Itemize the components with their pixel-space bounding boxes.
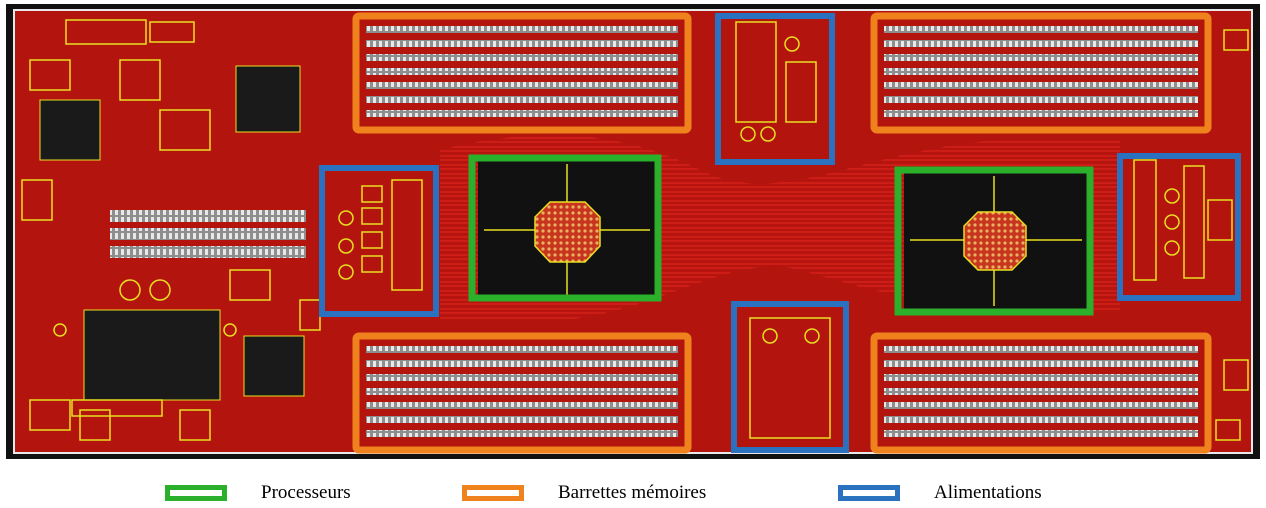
edge-connector <box>110 246 306 258</box>
dark-zone <box>83 309 221 401</box>
edge-connector <box>110 210 306 222</box>
green-box-swatch-icon <box>165 485 227 501</box>
power-region-highlight <box>319 165 439 317</box>
legend-item-power: Alimentations <box>838 481 1042 505</box>
memory-region-highlight <box>352 332 692 454</box>
processor-region-highlight <box>894 166 1094 316</box>
orange-box-swatch-icon <box>462 485 524 501</box>
dark-zone <box>235 65 301 133</box>
legend: Processeurs Barrettes mémoires Alimentat… <box>0 465 1266 508</box>
dark-zone <box>39 99 101 161</box>
legend-item-processors: Processeurs <box>165 481 351 505</box>
power-region-highlight <box>715 13 835 165</box>
silkscreen-components <box>21 19 1249 441</box>
memory-region-highlight <box>870 332 1212 454</box>
blue-box-swatch-icon <box>838 485 900 501</box>
legend-label: Processeurs <box>261 482 351 503</box>
processor-region-highlight <box>468 154 662 302</box>
pcb-layout-diagram <box>6 4 1260 459</box>
dimm-slots-bottom-left <box>366 346 678 437</box>
dimm-slots-top-left <box>366 26 678 117</box>
cpu-socket-right <box>910 176 1082 306</box>
memory-region-highlight <box>870 12 1212 134</box>
power-region-highlight <box>731 301 849 453</box>
memory-region-highlight <box>352 12 692 134</box>
dimm-slots-top-right <box>884 26 1198 117</box>
cpu-socket-left <box>484 164 650 296</box>
legend-label: Alimentations <box>934 482 1042 503</box>
legend-label: Barrettes mémoires <box>558 482 707 503</box>
dimm-slots-bottom-right <box>884 346 1198 437</box>
vrm-components <box>338 21 1205 439</box>
edge-connector <box>110 228 306 240</box>
power-region-highlight <box>1117 153 1241 301</box>
dark-zone <box>243 335 305 397</box>
legend-item-memory: Barrettes mémoires <box>462 481 706 505</box>
